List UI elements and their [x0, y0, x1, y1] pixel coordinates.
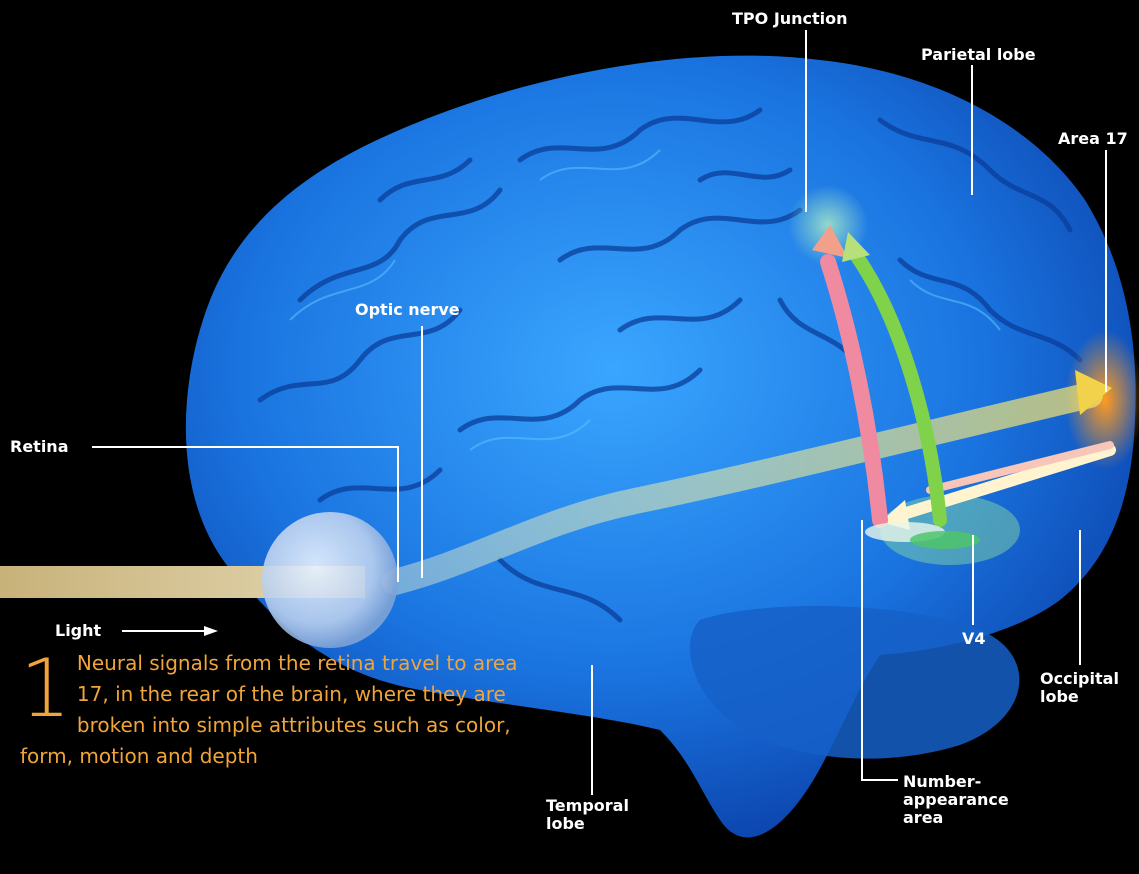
v4-label: V4	[962, 630, 986, 648]
temporal-lobe-label-line2: lobe	[546, 815, 585, 833]
number-area-label-line3: area	[903, 809, 943, 827]
step-caption: 1 Neural signals from the retina travel …	[20, 648, 540, 772]
parietal-lobe-label: Parietal lobe	[921, 46, 1036, 64]
occipital-lobe-label-line2: lobe	[1040, 688, 1079, 706]
step-caption-text: Neural signals from the retina travel to…	[20, 651, 517, 768]
temporal-lobe-label-line1: Temporal	[546, 797, 629, 815]
eye	[262, 512, 398, 648]
optic-nerve-label: Optic nerve	[355, 301, 460, 319]
number-area-label-line2: appearance	[903, 791, 1009, 809]
number-area-label-line1: Number-	[903, 773, 981, 791]
step-number: 1	[20, 656, 71, 722]
occipital-lobe-label-line1: Occipital	[1040, 670, 1119, 688]
light-label: Light	[55, 622, 101, 640]
tpo-junction-label: TPO Junction	[732, 10, 848, 28]
light-arrow	[122, 626, 218, 636]
area-17-label: Area 17	[1058, 130, 1128, 148]
retina-label: Retina	[10, 438, 69, 456]
